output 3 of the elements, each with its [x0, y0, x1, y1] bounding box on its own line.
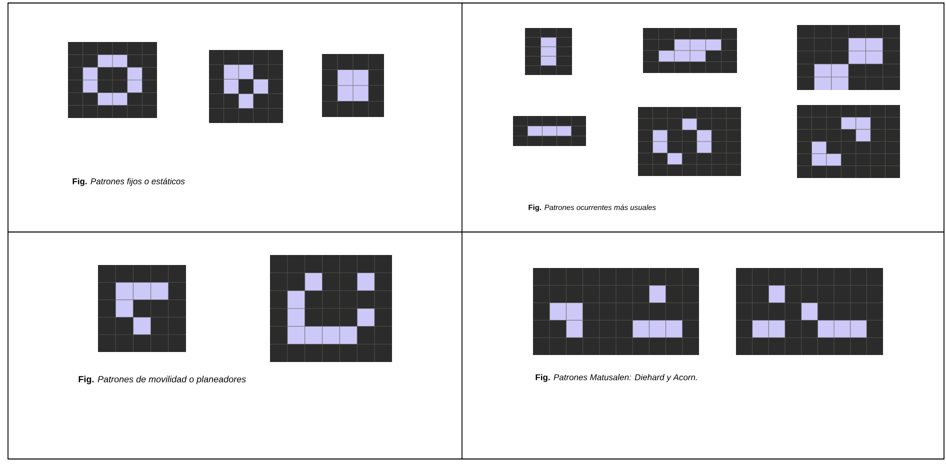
figure-caption: Fig. Patrones fijos o estáticos: [72, 178, 185, 186]
figure-caption: Fig. Patrones Matusalen: Diehard y Acorn.: [536, 374, 697, 382]
figure-caption: Fig. Patrones de movilidad o planeadores: [78, 376, 246, 384]
